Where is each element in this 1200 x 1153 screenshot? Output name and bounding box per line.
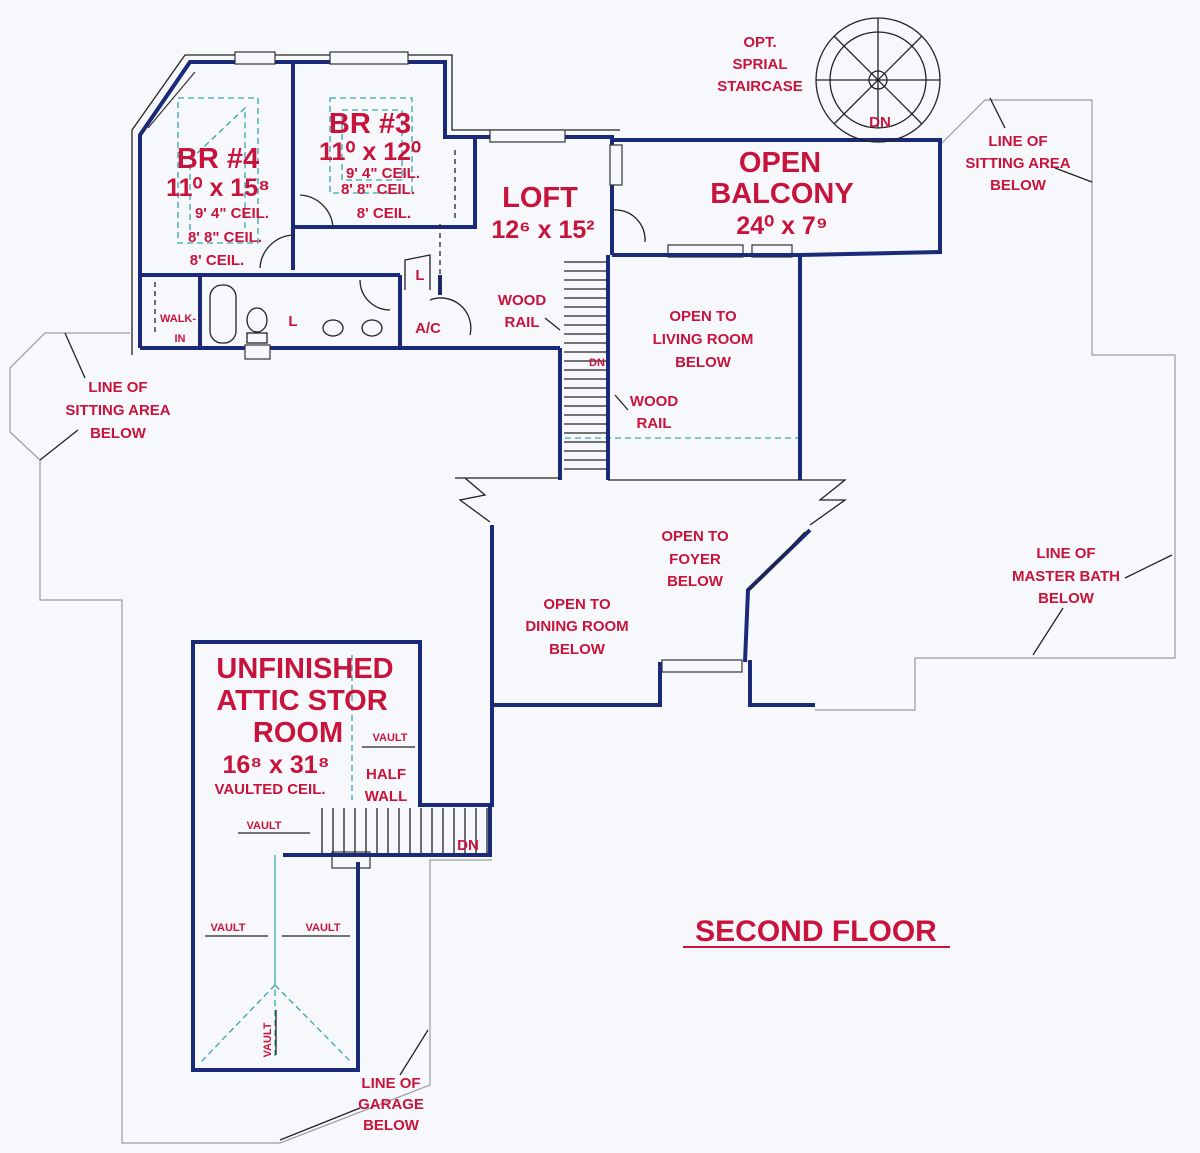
svg-text:8' 8" CEIL.: 8' 8" CEIL. bbox=[188, 229, 262, 246]
svg-text:OPEN TO: OPEN TO bbox=[669, 308, 737, 325]
svg-text:SITTING AREA: SITTING AREA bbox=[65, 402, 170, 419]
svg-text:WALK-: WALK- bbox=[160, 313, 196, 325]
svg-text:LINE OF: LINE OF bbox=[1036, 545, 1095, 562]
living-label: OPEN TO LIVING ROOM BELOW bbox=[653, 308, 754, 371]
svg-text:VAULT: VAULT bbox=[210, 922, 245, 934]
svg-text:FOYER: FOYER bbox=[669, 551, 721, 568]
svg-text:BALCONY: BALCONY bbox=[710, 178, 853, 210]
svg-text:MASTER BATH: MASTER BATH bbox=[1012, 568, 1120, 585]
br4-label: BR #4 11⁰ x 15⁸ 9' 4" CEIL. 8' 8" CEIL. … bbox=[166, 143, 270, 269]
svg-text:BELOW: BELOW bbox=[363, 1117, 420, 1134]
svg-text:VAULT: VAULT bbox=[262, 1022, 274, 1057]
svg-text:VAULTED CEIL.: VAULTED CEIL. bbox=[214, 781, 325, 798]
spiral-staircase bbox=[815, 17, 941, 143]
svg-text:STAIRCASE: STAIRCASE bbox=[717, 78, 803, 95]
balcony-walls bbox=[612, 138, 942, 257]
leader-lines bbox=[39, 97, 1173, 1141]
svg-text:VAULT: VAULT bbox=[372, 732, 407, 744]
br3-label: BR #3 11⁰ x 12⁰ 9' 4" CEIL. 8' 8" CEIL. … bbox=[319, 108, 421, 222]
stair-walls bbox=[558, 255, 802, 480]
svg-text:BELOW: BELOW bbox=[990, 177, 1047, 194]
master-bath-label: LINE OF MASTER BATH BELOW bbox=[1012, 545, 1120, 607]
svg-text:DN: DN bbox=[457, 837, 479, 854]
attic-vault-lines bbox=[199, 655, 415, 1064]
svg-text:LINE OF: LINE OF bbox=[988, 133, 1047, 150]
foyer-walls bbox=[191, 525, 815, 1072]
svg-text:8' 8" CEIL.: 8' 8" CEIL. bbox=[341, 181, 415, 198]
svg-text:UNFINISHED: UNFINISHED bbox=[216, 653, 393, 685]
spiral-label: OPT. SPRIAL STAIRCASE DN bbox=[717, 34, 891, 131]
svg-text:VAULT: VAULT bbox=[305, 922, 340, 934]
plan-title: SECOND FLOOR bbox=[683, 915, 950, 948]
svg-text:OPEN TO: OPEN TO bbox=[543, 596, 611, 613]
svg-text:A/C: A/C bbox=[415, 320, 441, 337]
bedroom-walls bbox=[138, 60, 614, 350]
svg-text:VAULT: VAULT bbox=[246, 820, 281, 832]
svg-text:BELOW: BELOW bbox=[1038, 590, 1095, 607]
svg-text:BR #3: BR #3 bbox=[329, 108, 411, 140]
svg-text:OPT.: OPT. bbox=[743, 34, 776, 51]
svg-text:L: L bbox=[415, 267, 424, 284]
garage-label: LINE OF GARAGE BELOW bbox=[358, 1075, 424, 1134]
svg-text:OPEN TO: OPEN TO bbox=[661, 528, 729, 545]
svg-text:12⁶ x 15²: 12⁶ x 15² bbox=[491, 216, 594, 244]
svg-text:L: L bbox=[288, 313, 297, 330]
tray-ceiling-lines bbox=[177, 97, 800, 439]
svg-text:SECOND FLOOR: SECOND FLOOR bbox=[695, 915, 937, 948]
bath-labels: WALK- IN L L A/C bbox=[160, 267, 441, 345]
svg-text:9' 4" CEIL.: 9' 4" CEIL. bbox=[195, 205, 269, 222]
svg-text:DN: DN bbox=[869, 114, 891, 131]
attic-stair-treads bbox=[321, 808, 488, 853]
attic-label: UNFINISHED ATTIC STOR ROOM 16⁸ x 31⁸ VAU… bbox=[210, 653, 478, 1058]
svg-text:RAIL: RAIL bbox=[505, 314, 540, 331]
svg-text:WALL: WALL bbox=[365, 788, 408, 805]
foyer-zigzag bbox=[455, 477, 848, 591]
svg-text:ROOM: ROOM bbox=[253, 717, 343, 749]
main-stair-treads bbox=[564, 261, 606, 470]
sitting-right-label: LINE OF SITTING AREA BELOW bbox=[965, 133, 1070, 194]
svg-text:BELOW: BELOW bbox=[675, 354, 732, 371]
dining-label: OPEN TO DINING ROOM BELOW bbox=[525, 596, 628, 658]
svg-text:BELOW: BELOW bbox=[549, 641, 606, 658]
svg-text:BR #4: BR #4 bbox=[177, 143, 259, 175]
svg-text:DN: DN bbox=[589, 357, 605, 369]
svg-text:16⁸ x 31⁸: 16⁸ x 31⁸ bbox=[222, 751, 329, 779]
sitting-left-label: LINE OF SITTING AREA BELOW bbox=[65, 379, 170, 442]
svg-text:LIVING ROOM: LIVING ROOM bbox=[653, 331, 754, 348]
svg-text:WOOD: WOOD bbox=[630, 393, 678, 410]
svg-text:SPRIAL: SPRIAL bbox=[732, 56, 787, 73]
svg-text:IN: IN bbox=[175, 333, 186, 345]
svg-text:BELOW: BELOW bbox=[90, 425, 147, 442]
svg-text:LINE OF: LINE OF bbox=[88, 379, 147, 396]
svg-text:9' 4" CEIL.: 9' 4" CEIL. bbox=[346, 165, 420, 182]
svg-text:ATTIC STOR: ATTIC STOR bbox=[216, 685, 387, 717]
outer-wall-lines bbox=[131, 54, 620, 355]
svg-text:SITTING AREA: SITTING AREA bbox=[965, 155, 1070, 172]
svg-text:OPEN: OPEN bbox=[739, 147, 821, 179]
svg-text:HALF: HALF bbox=[366, 766, 406, 783]
svg-text:RAIL: RAIL bbox=[637, 415, 672, 432]
svg-text:11⁰ x 15⁸: 11⁰ x 15⁸ bbox=[166, 174, 270, 202]
wood-rail-labels: WOOD RAIL WOOD RAIL DN bbox=[498, 292, 678, 432]
svg-text:LINE OF: LINE OF bbox=[361, 1075, 420, 1092]
svg-text:LOFT: LOFT bbox=[502, 182, 578, 214]
svg-text:WOOD: WOOD bbox=[498, 292, 546, 309]
loft-label: LOFT 12⁶ x 15² bbox=[491, 182, 594, 244]
svg-text:11⁰ x 12⁰: 11⁰ x 12⁰ bbox=[319, 138, 421, 166]
svg-text:8' CEIL.: 8' CEIL. bbox=[190, 252, 244, 269]
svg-text:8' CEIL.: 8' CEIL. bbox=[357, 205, 411, 222]
balcony-label: OPEN BALCONY 24⁰ x 7⁹ bbox=[710, 147, 853, 240]
svg-text:24⁰ x 7⁹: 24⁰ x 7⁹ bbox=[736, 212, 827, 240]
door-swings bbox=[154, 150, 646, 344]
svg-text:GARAGE: GARAGE bbox=[358, 1096, 424, 1113]
foyer-label: OPEN TO FOYER BELOW bbox=[661, 528, 729, 590]
svg-text:BELOW: BELOW bbox=[667, 573, 724, 590]
svg-text:DINING ROOM: DINING ROOM bbox=[525, 618, 628, 635]
